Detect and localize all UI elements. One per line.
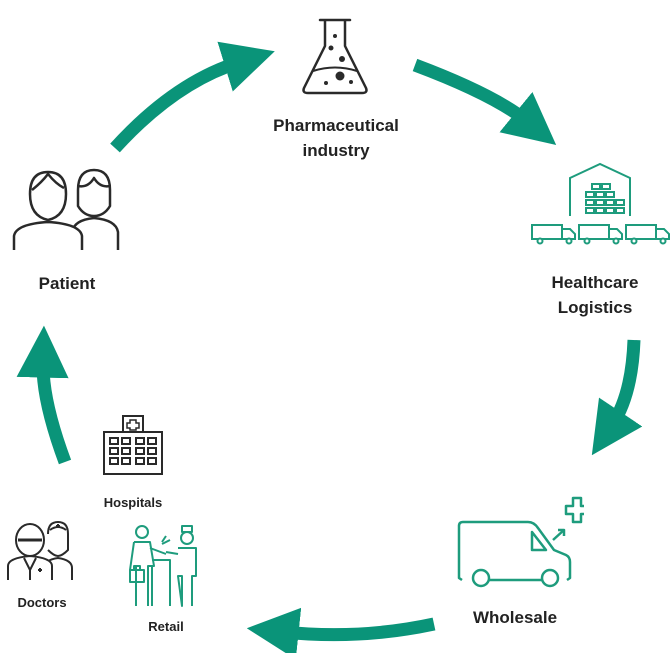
delivery-van-icon	[457, 496, 584, 588]
arrow-logistics-to-wholesale	[591, 339, 643, 456]
hospital-building-icon	[103, 415, 163, 475]
retail-label: Retail	[148, 619, 184, 634]
pharmacy-counter-icon	[129, 525, 197, 607]
logistics-label-line2: Logistics	[557, 298, 633, 317]
doctors-label: Doctors	[17, 595, 67, 610]
patient-label: Patient	[38, 274, 96, 293]
wholesale-label: Wholesale	[472, 608, 558, 627]
arrow-patient-to-pharma	[110, 41, 275, 153]
flask-icon	[302, 18, 368, 95]
arrow-hospitals-to-patient	[16, 325, 72, 465]
arrow-pharma-to-logistics	[412, 58, 557, 146]
doctors-icon	[7, 521, 73, 580]
pharma-label-line2: industry	[302, 141, 370, 160]
logistics-label: Healthcare Logistics	[520, 270, 670, 320]
arrow-wholesale-to-retail	[246, 607, 436, 653]
warehouse-trucks-icon	[531, 162, 670, 245]
logistics-label-line1: Healthcare	[551, 273, 639, 292]
pharma-label: Pharmaceutical industry	[236, 113, 436, 163]
patients-icon	[12, 168, 120, 250]
hospitals-label: Hospitals	[103, 495, 163, 510]
pharma-label-line1: Pharmaceutical	[273, 116, 399, 135]
